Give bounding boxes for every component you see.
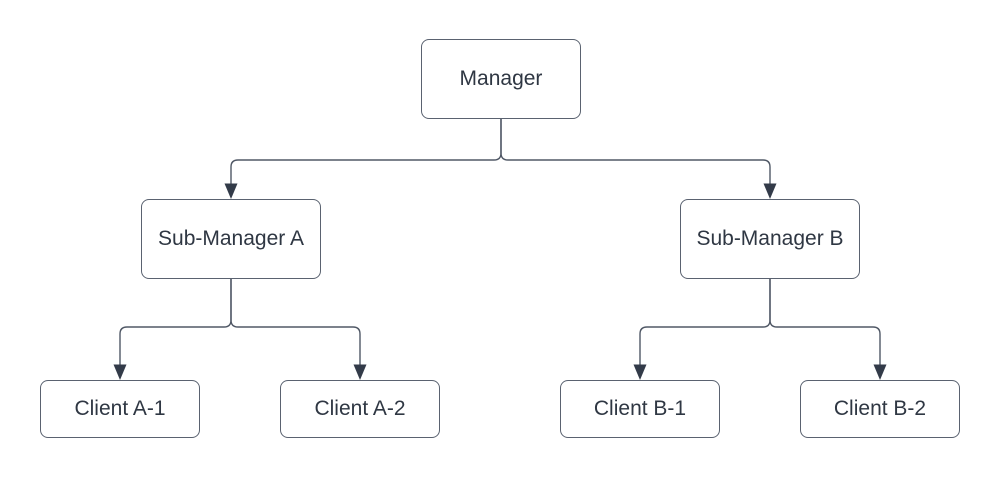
edge-manager-to-sub-manager-a [230, 119, 502, 184]
node-client-a2: Client A-2 [280, 380, 440, 438]
node-sub-manager-b: Sub-Manager B [680, 199, 860, 279]
arrowhead-sub-manager-a [224, 183, 238, 199]
edge-sub-manager-a-to-client-a1 [119, 279, 232, 365]
node-client-b1: Client B-1 [560, 380, 720, 438]
arrowhead-client-b2 [873, 364, 887, 380]
arrowhead-sub-manager-b [763, 183, 777, 199]
node-manager: Manager [421, 39, 581, 119]
edge-sub-manager-a-to-client-a2 [230, 279, 361, 365]
node-sub-manager-b-label: Sub-Manager B [696, 227, 844, 250]
edge-manager-to-sub-manager-b [500, 119, 771, 184]
node-client-a1-label: Client A-1 [74, 397, 166, 420]
edge-sub-manager-b-to-client-b1 [639, 279, 771, 365]
arrowhead-client-b1 [633, 364, 647, 380]
arrowhead-client-a2 [353, 364, 367, 380]
node-manager-label: Manager [459, 67, 543, 90]
node-client-b2-label: Client B-2 [833, 397, 927, 420]
node-sub-manager-a-label: Sub-Manager A [158, 227, 304, 250]
node-client-b2: Client B-2 [800, 380, 960, 438]
edge-sub-manager-b-to-client-b2 [769, 279, 881, 365]
node-sub-manager-a: Sub-Manager A [141, 199, 321, 279]
arrowhead-client-a1 [113, 364, 127, 380]
node-client-a1: Client A-1 [40, 380, 200, 438]
node-client-b1-label: Client B-1 [593, 397, 687, 420]
node-client-a2-label: Client A-2 [314, 397, 406, 420]
